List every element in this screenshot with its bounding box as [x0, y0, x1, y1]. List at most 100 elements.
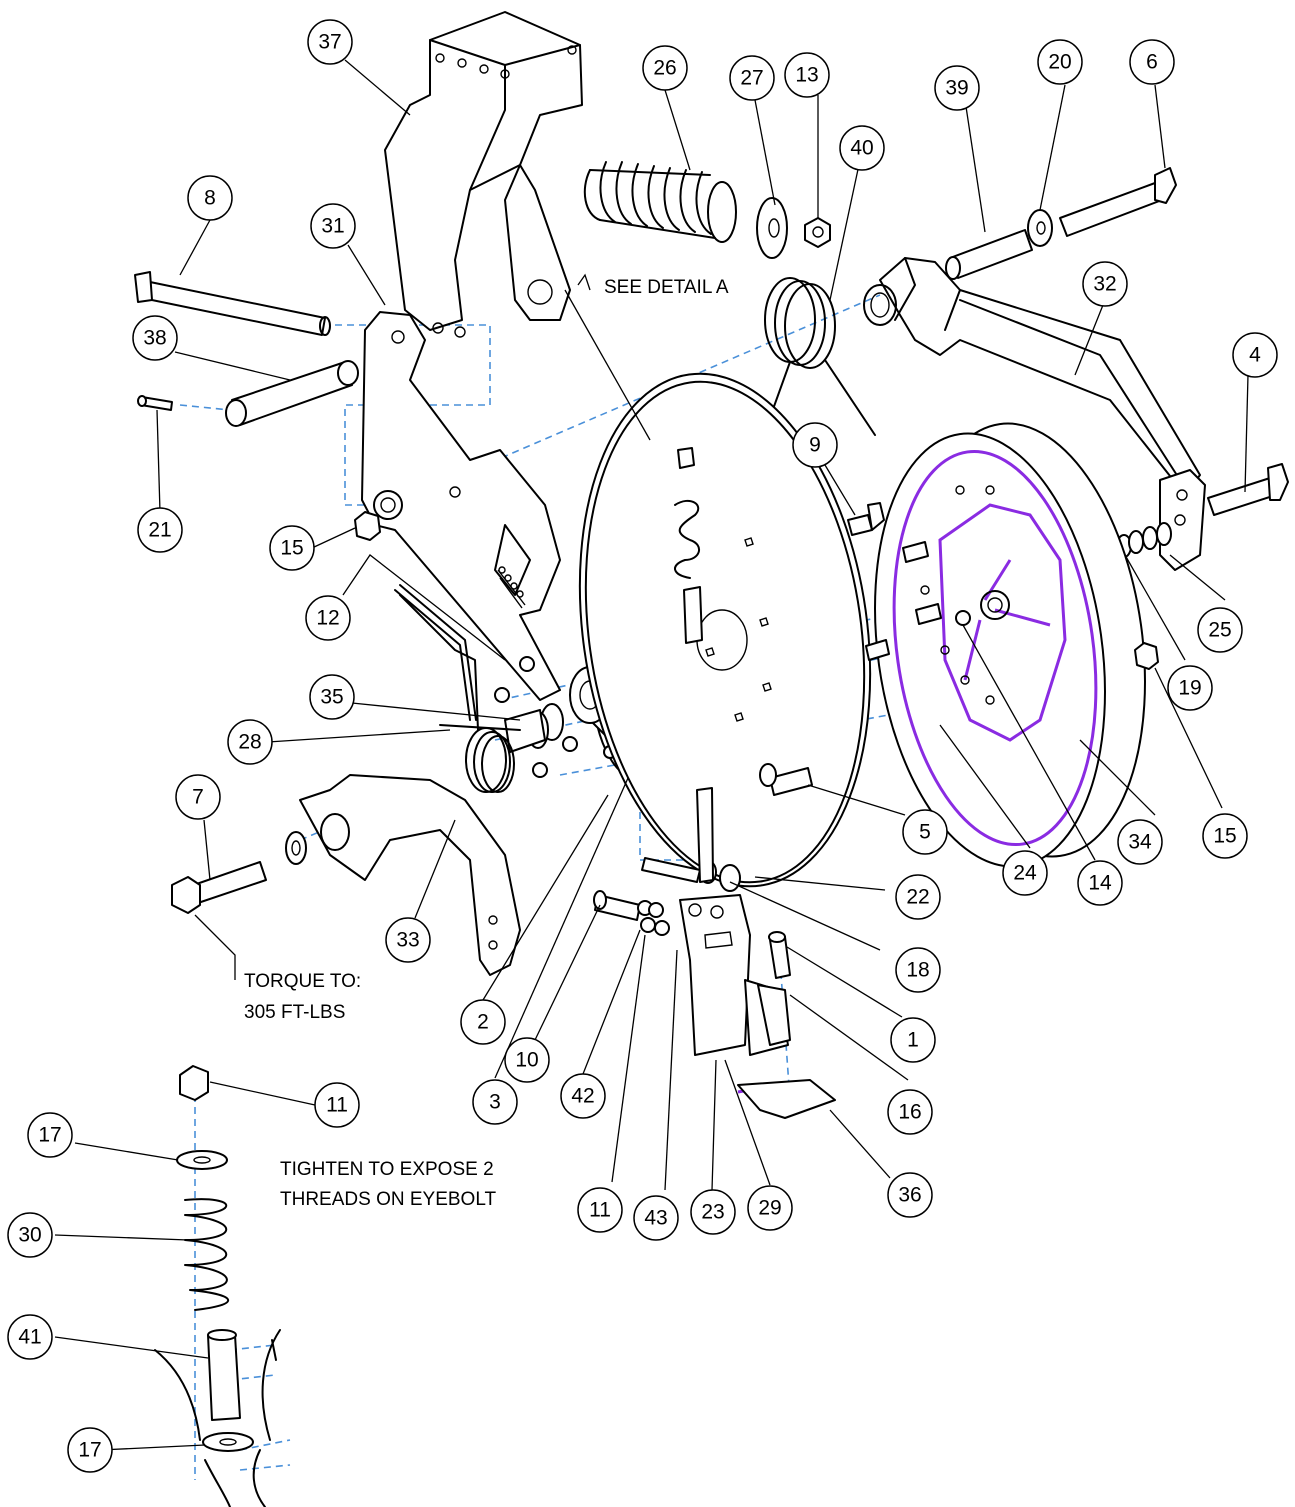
callout-number: 43: [644, 1207, 667, 1230]
callout-number: 8: [204, 187, 216, 210]
callout-number: 32: [1093, 273, 1116, 296]
washer-27: [756, 197, 788, 259]
callout-20: 20: [1037, 39, 1083, 85]
bracket-33: [299, 774, 521, 976]
callout-11: 11: [577, 1187, 623, 1233]
callout-number: 40: [850, 137, 873, 160]
callout-30: 30: [7, 1212, 53, 1258]
gauge-wheel: [865, 422, 1146, 868]
callout-circle: [137, 507, 183, 553]
rod-12: [394, 584, 477, 721]
bolt-1: [768, 931, 791, 979]
callout-circle: [7, 1314, 53, 1360]
callout-number: 28: [238, 731, 261, 754]
callout-number: 22: [906, 886, 929, 909]
callout-circle: [890, 1017, 936, 1063]
callout-42: 42: [560, 1073, 606, 1119]
torsion-spring-40: [764, 277, 876, 436]
callout-circle: [633, 1195, 679, 1241]
callout-number: 41: [18, 1326, 41, 1349]
callout-circle: [784, 52, 830, 98]
callout-28: 28: [227, 719, 273, 765]
callout-number: 14: [1088, 872, 1112, 895]
callout-circle: [27, 1112, 73, 1158]
callout-36: 36: [887, 1172, 933, 1218]
callout-circle: [187, 175, 233, 221]
callout-number: 26: [653, 57, 676, 80]
callout-number: 4: [1249, 344, 1261, 367]
torque-note-line1: TORQUE TO:: [244, 971, 361, 992]
callout-circle: [1037, 39, 1083, 85]
nut-15-left: [354, 511, 381, 541]
callout-circle: [895, 874, 941, 920]
callout-3: 3: [472, 1079, 518, 1125]
washer-35: [504, 703, 564, 753]
callout-circle: [887, 1172, 933, 1218]
callout-24: 24: [1002, 850, 1048, 896]
callout-number: 30: [18, 1224, 41, 1247]
callout-number: 6: [1146, 51, 1158, 74]
callout-circle: [1117, 819, 1163, 865]
callout-41: 41: [7, 1314, 53, 1360]
callout-number: 36: [898, 1184, 921, 1207]
callout-circle: [307, 19, 353, 65]
callout-circle: [472, 1079, 518, 1125]
callout-17: 17: [27, 1112, 73, 1158]
callout-number: 19: [1178, 677, 1201, 700]
callout-number: 1: [907, 1029, 919, 1052]
callout-11: 11: [314, 1082, 360, 1128]
callout-13: 13: [784, 52, 830, 98]
callout-circle: [887, 1089, 933, 1135]
callout-43: 43: [633, 1195, 679, 1241]
callout-number: 39: [945, 77, 968, 100]
bolt-5: [759, 763, 813, 796]
callout-circle: [314, 1082, 360, 1128]
lower-bolts: [593, 787, 741, 936]
callout-number: 37: [318, 31, 341, 54]
callout-1: 1: [890, 1017, 936, 1063]
callout-circle: [560, 1073, 606, 1119]
arm-32: [863, 257, 1206, 571]
callout-number: 17: [38, 1124, 61, 1147]
callout-number: 13: [795, 64, 818, 87]
callout-19: 19: [1167, 665, 1213, 711]
callout-circle: [309, 674, 355, 720]
callout-number: 42: [571, 1085, 594, 1108]
callout-circle: [460, 999, 506, 1045]
callout-number: 3: [489, 1091, 501, 1114]
callout-circle: [642, 45, 688, 91]
pin-39: [945, 229, 1033, 280]
callout-number: 29: [758, 1197, 781, 1220]
callout-4: 4: [1232, 332, 1278, 378]
washer-20: [1027, 209, 1053, 247]
callout-10: 10: [504, 1037, 550, 1083]
pin-38: [225, 360, 359, 427]
callout-18: 18: [895, 947, 941, 993]
bolt-7: [171, 831, 307, 914]
pin-21: [137, 395, 173, 411]
disc: [578, 372, 872, 888]
nut-15-right: [1134, 642, 1159, 670]
callout-23: 23: [690, 1189, 736, 1235]
callout-29: 29: [747, 1185, 793, 1231]
callout-31: 31: [310, 203, 356, 249]
tighten-note-line1: TIGHTEN TO EXPOSE 2: [280, 1159, 494, 1180]
callout-12: 12: [305, 595, 351, 641]
callout-circle: [934, 65, 980, 111]
callout-number: 17: [78, 1439, 101, 1462]
callout-6: 6: [1129, 39, 1175, 85]
callout-38: 38: [132, 315, 178, 361]
callout-15: 15: [1202, 813, 1248, 859]
callout-circle: [305, 595, 351, 641]
callout-33: 33: [385, 917, 431, 963]
callout-number: 34: [1128, 831, 1152, 854]
callout-number: 2: [477, 1011, 489, 1034]
callout-number: 5: [919, 821, 931, 844]
callout-16: 16: [887, 1089, 933, 1135]
callout-circle: [67, 1427, 113, 1473]
callout-circle: [504, 1037, 550, 1083]
callout-circle: [227, 719, 273, 765]
callout-number: 15: [280, 537, 303, 560]
